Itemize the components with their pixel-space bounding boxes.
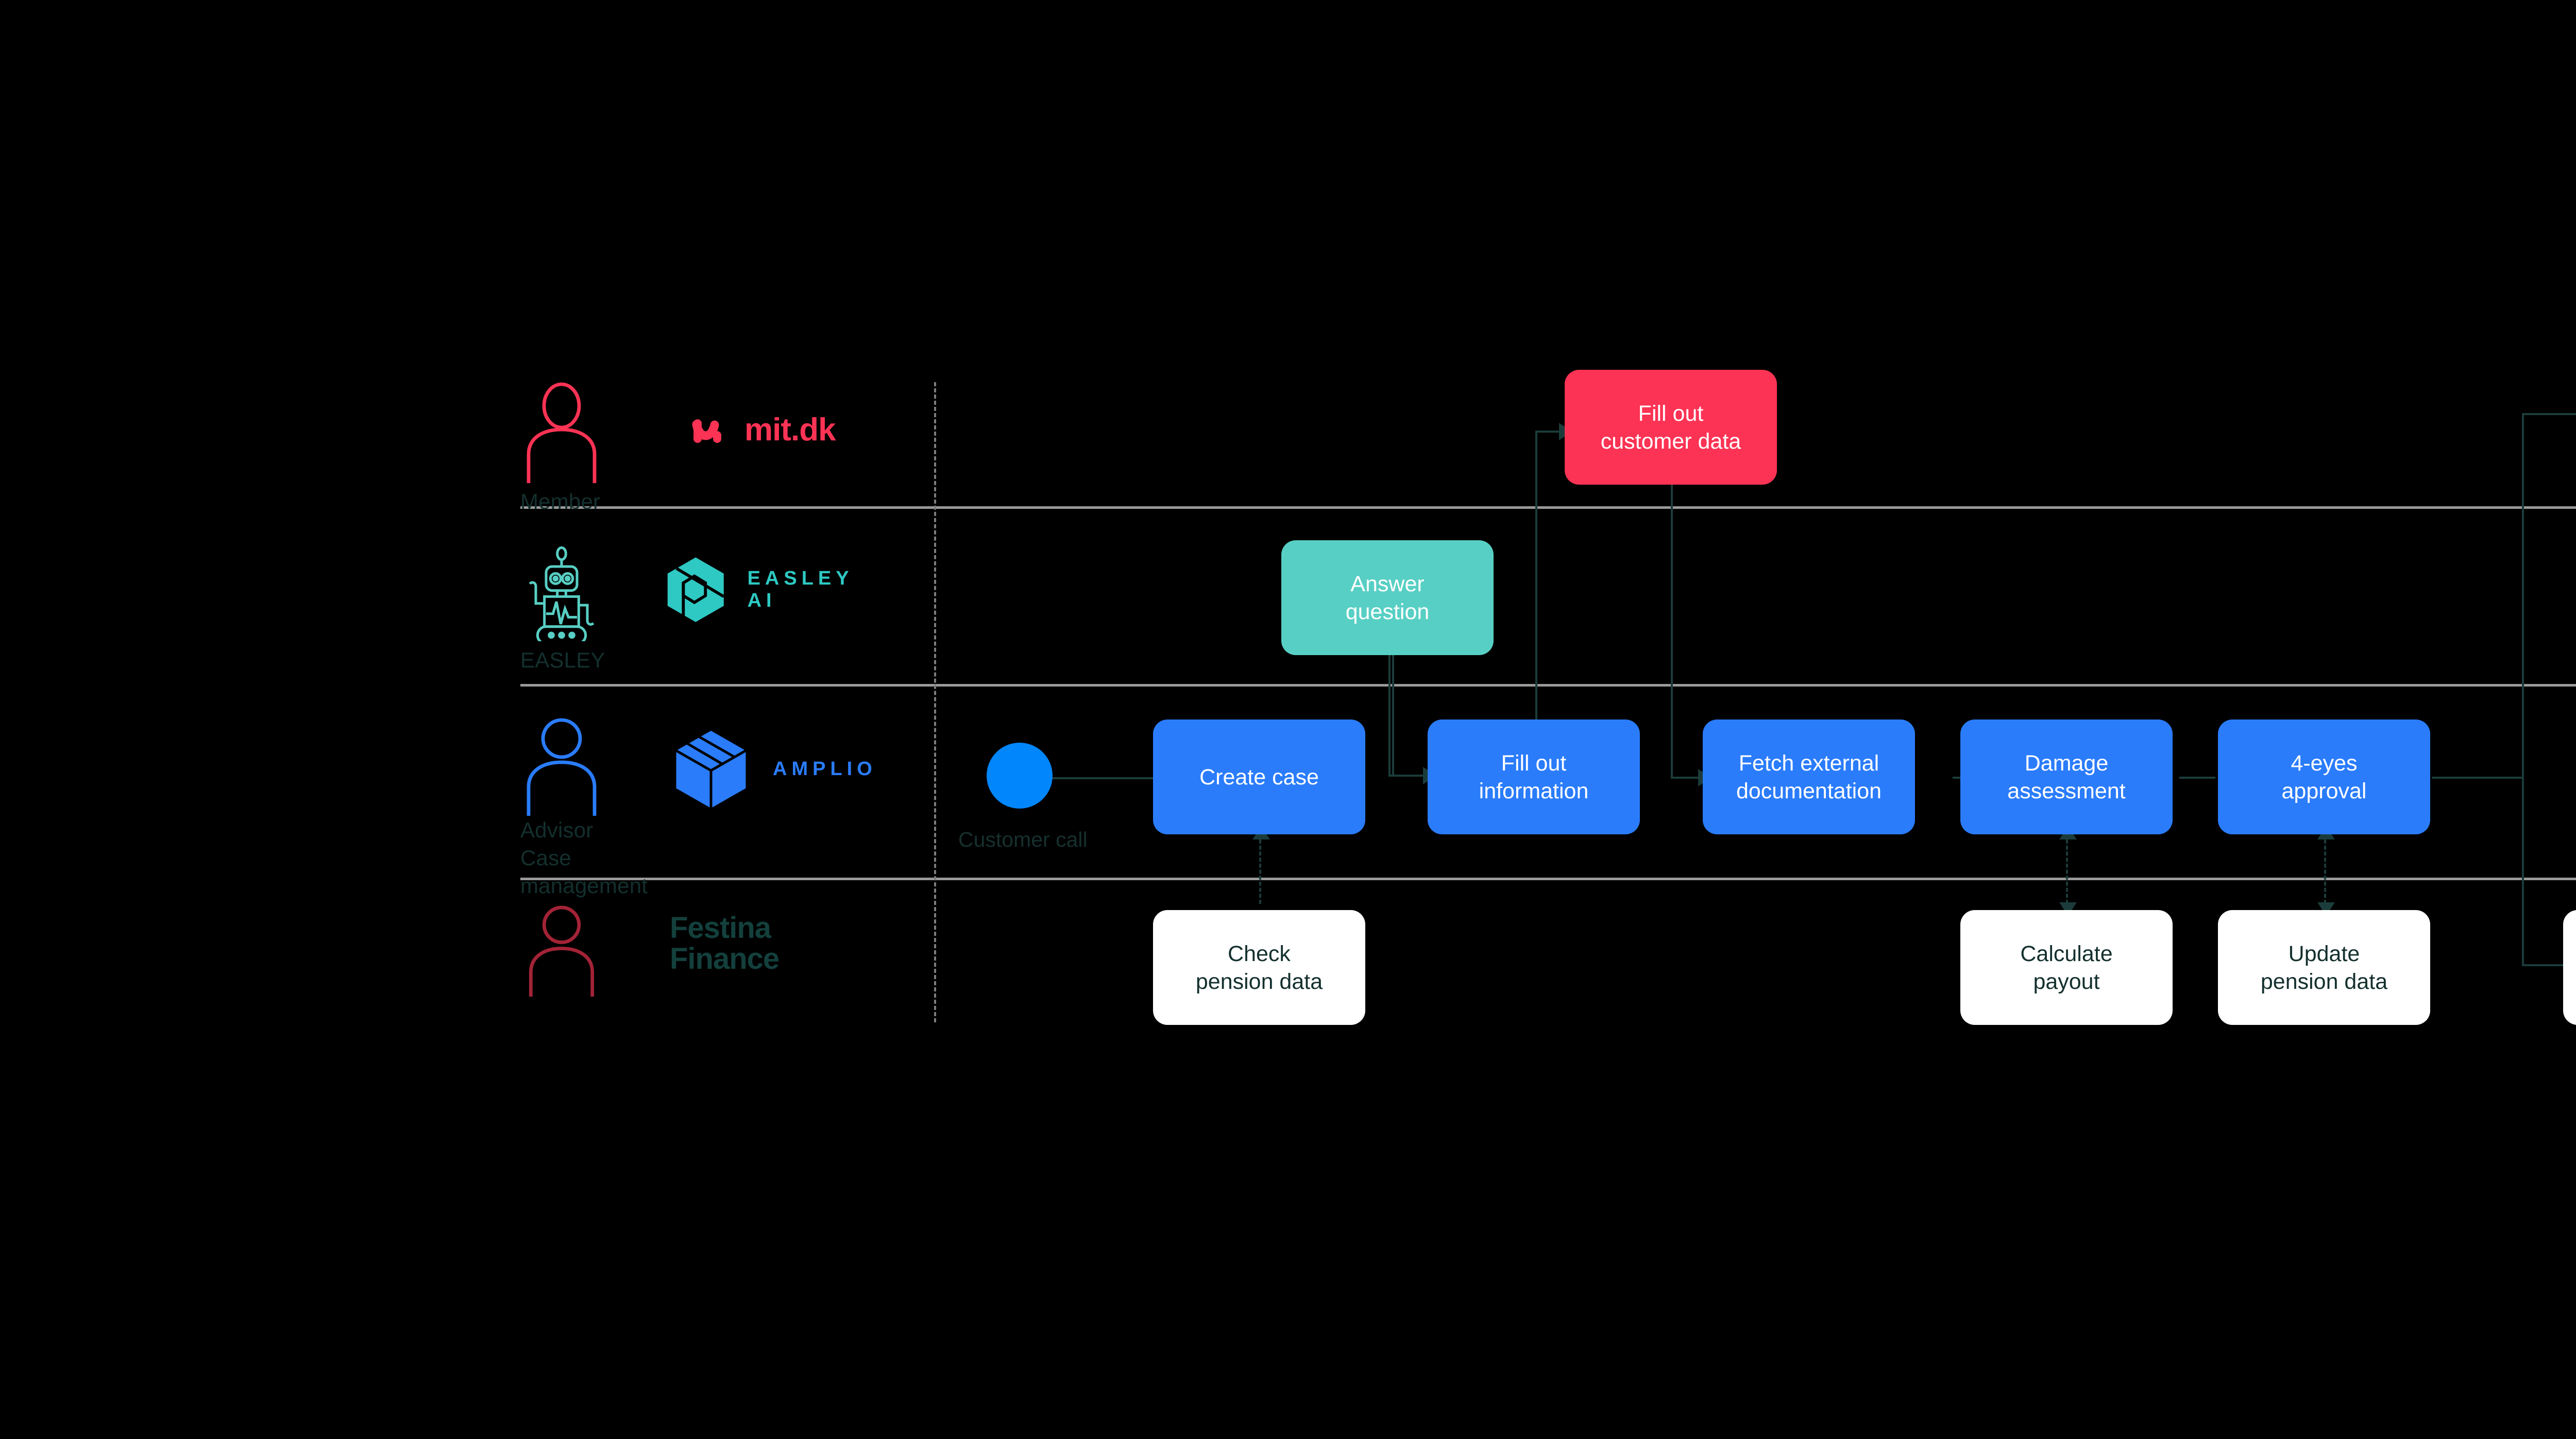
- node-create-case[interactable]: Create case: [1153, 720, 1365, 834]
- vendor-amplio: AMPLIO: [670, 725, 877, 813]
- robot-icon: [529, 546, 595, 641]
- vendor-easley-ai: EASLEY AI: [665, 549, 866, 631]
- node-calculate-payout[interactable]: Calculate payout: [1960, 910, 2173, 1025]
- mitdk-logo-icon: [692, 419, 721, 443]
- connector-calculate-payout-to-damage: [2066, 840, 2068, 904]
- person-icon: [527, 718, 597, 816]
- node-fill-out-information[interactable]: Fill out information: [1428, 720, 1640, 834]
- event-customer-call[interactable]: [987, 743, 1053, 809]
- connector-check-pension-to-create-case: [1259, 840, 1261, 904]
- connector-trunk-to-payout: [2522, 964, 2576, 966]
- connector-update-pension-to-four-eyes: [2324, 840, 2326, 904]
- lane-divider-easley-advisor: [520, 684, 2576, 687]
- amplio-cube-logo-icon: [673, 728, 749, 811]
- lane-divider-member-easley: [520, 506, 2576, 509]
- connector-four-eyes-to-trunk: [2432, 777, 2523, 779]
- connector-customer-call-to-create-case: [1051, 777, 1154, 779]
- vendor-mitdk: mit.dk: [688, 408, 836, 451]
- lane-label-member: Member: [520, 489, 601, 513]
- person-icon: [527, 382, 597, 483]
- node-payout[interactable]: Payout: [2563, 910, 2576, 1025]
- node-update-pension-data[interactable]: Update pension data: [2218, 910, 2430, 1025]
- vendor-name-mitdk: mit.dk: [744, 412, 836, 448]
- lane-divider-advisor-festina: [520, 878, 2576, 880]
- connector-answer-question-down: [1388, 655, 1391, 775]
- vendor-festina-finance: Festina Finance: [670, 913, 779, 974]
- vendor-name-easley-ai: EASLEY AI: [747, 568, 853, 611]
- node-answer-question[interactable]: Answer question: [1281, 540, 1494, 655]
- vendor-name-amplio: AMPLIO: [773, 758, 877, 780]
- lane-label-advisor: Advisor Case management: [520, 818, 648, 898]
- connector-customer-data-to-fetch-external: [1671, 777, 1700, 779]
- node-check-pension-data[interactable]: Check pension data: [1153, 910, 1365, 1025]
- connector-customer-data-down: [1671, 485, 1673, 777]
- connector-to-fill-out-customer-data-riser: [1535, 431, 1537, 775]
- lane-label-easley: EASLEY: [520, 648, 605, 672]
- person-icon: [529, 905, 595, 997]
- event-label-customer-call: Customer call: [958, 828, 1088, 851]
- connector-damage-to-four-eyes: [2179, 777, 2215, 779]
- vendor-name-festina-finance: Festina Finance: [670, 911, 779, 975]
- connector-create-case-to-answer-question: [1392, 627, 1394, 777]
- connector-right-trunk: [2522, 413, 2524, 966]
- node-damage-assessment[interactable]: Damage assessment: [1960, 720, 2173, 834]
- connector-fetch-external-to-damage: [1953, 777, 1963, 779]
- connector-trunk-to-decision-made: [2522, 413, 2576, 415]
- connector-to-fill-out-customer-data-h: [1535, 431, 1560, 433]
- node-four-eyes-approval[interactable]: 4-eyes approval: [2218, 720, 2430, 834]
- easley-hexagon-logo-icon: [667, 557, 725, 622]
- node-fill-out-customer-data[interactable]: Fill out customer data: [1565, 370, 1777, 485]
- node-fetch-external-documentation[interactable]: Fetch external documentation: [1703, 720, 1915, 834]
- connector-answer-question-to-fill-out-information: [1388, 775, 1425, 777]
- header-flow-separator: [934, 382, 936, 1022]
